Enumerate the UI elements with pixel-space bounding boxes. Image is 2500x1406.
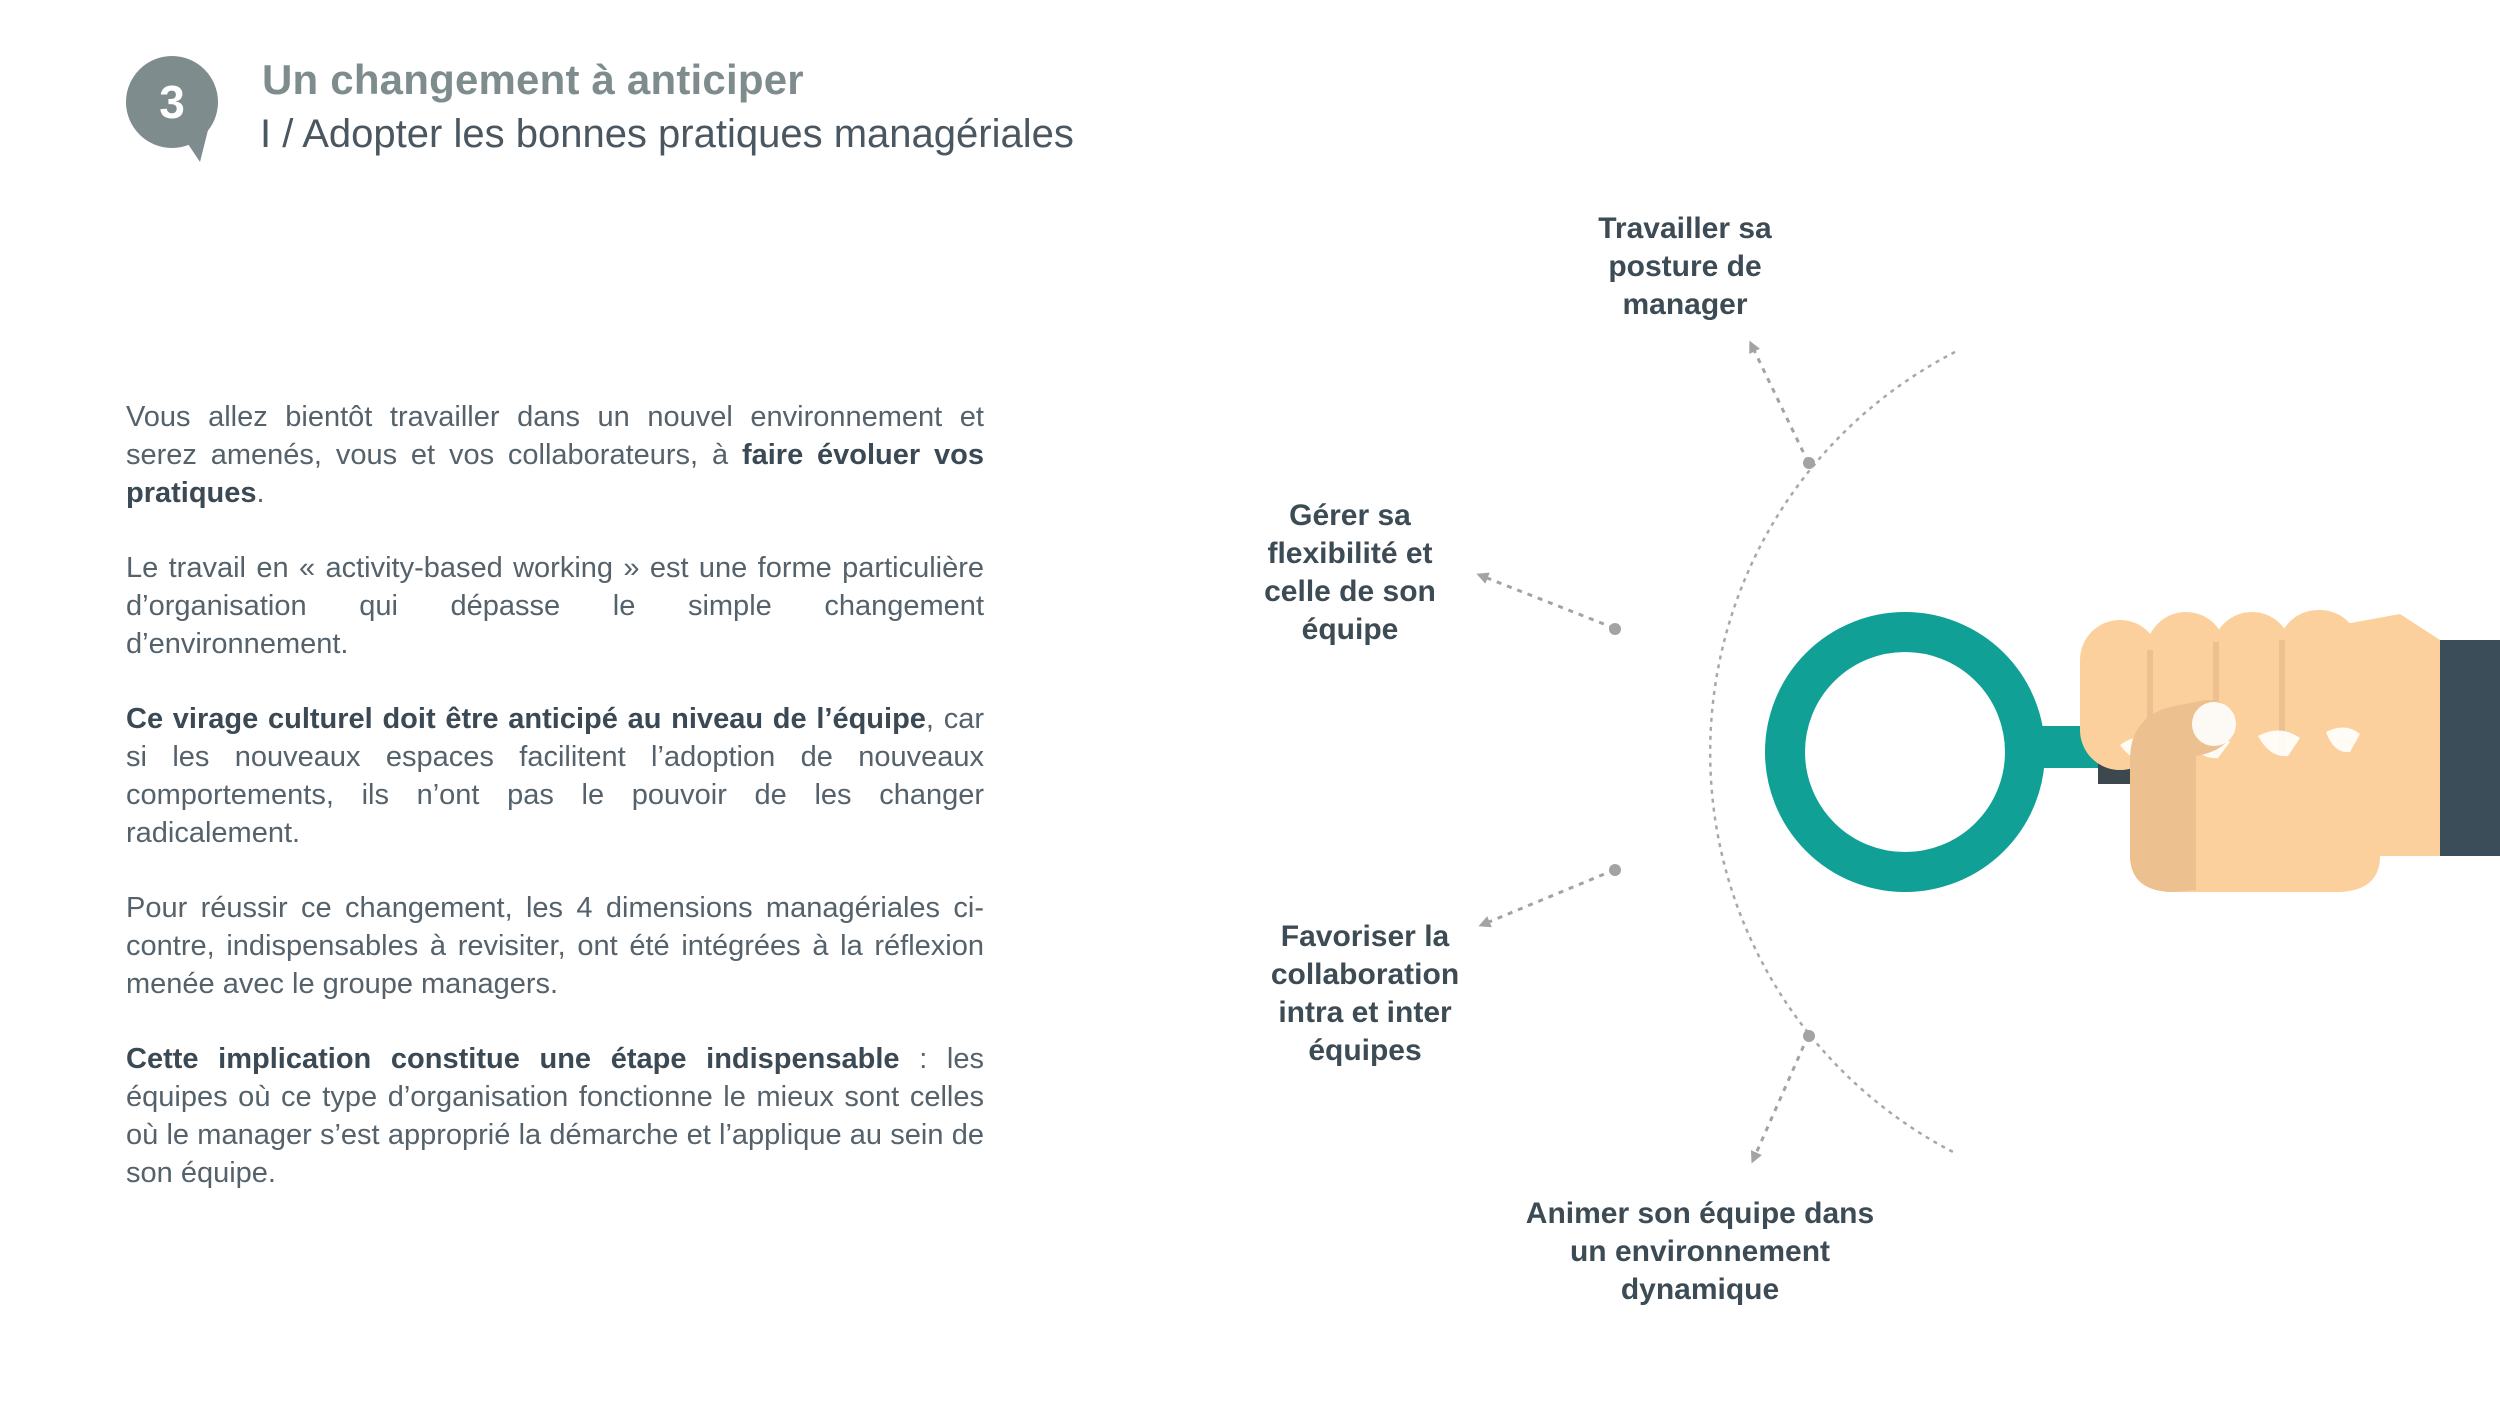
- dimension-label-flexibility: Gérer sa flexibilité et celle de son équ…: [1264, 499, 1436, 646]
- body-text: Vous allez bientôt travailler dans un no…: [126, 398, 984, 1229]
- dimension-label-posture: Travailler sa posture de manager: [1598, 212, 1772, 321]
- section-badge-icon: [126, 56, 218, 162]
- dimension-label-collaboration: Favoriser la collaboration intra et inte…: [1270, 920, 1460, 1067]
- paragraph-2: Le travail en « activity-based working »…: [126, 552, 984, 660]
- paragraph-5: Cette implication constitue une étape in…: [126, 1043, 984, 1189]
- page-title: Un changement à anticiper: [262, 56, 804, 103]
- emphasis: faire évoluer vos pratiques: [126, 439, 984, 509]
- dotted-arc: [1708, 350, 1956, 1155]
- dimension-label-animation: Animer son équipe dans un environnement …: [1525, 1197, 1875, 1306]
- connector-arrows: [1476, 340, 1810, 1164]
- paragraph-3: Ce virage culturel doit être anticipé au…: [126, 703, 984, 849]
- emphasis: Cette implication constitue une étape in…: [126, 1043, 900, 1075]
- paragraph-1: Vous allez bientôt travailler dans un no…: [126, 401, 984, 509]
- emphasis: Ce virage culturel doit être anticipé au…: [126, 703, 926, 735]
- magnifying-glass-hand-icon: [1765, 610, 2500, 892]
- section-number: 3: [159, 76, 185, 128]
- paragraph-4: Pour réussir ce changement, les 4 dimens…: [126, 892, 984, 1000]
- page-subtitle: I / Adopter les bonnes pratiques managér…: [260, 112, 1074, 156]
- connector-dots: [1609, 457, 1815, 1042]
